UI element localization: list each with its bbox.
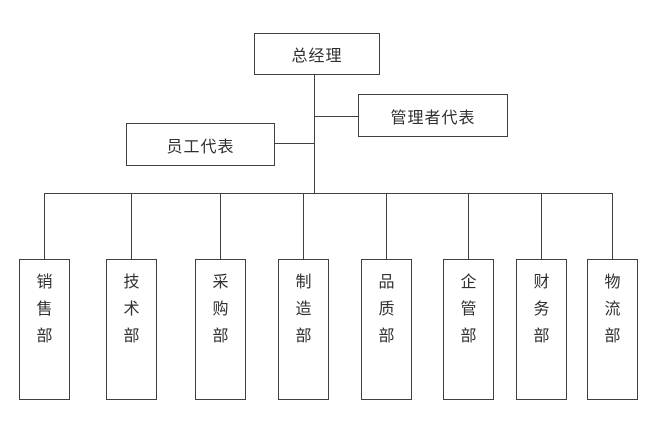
connector-drop-enterprise-mgmt [468,193,469,259]
node-dept-technology: 技术部 [106,259,157,400]
node-dept-enterprise-mgmt-label: 企管部 [460,274,477,345]
node-dept-quality: 品质部 [361,259,412,400]
connector-drop-quality [386,193,387,259]
node-employee-representative-label: 员工代表 [166,138,235,156]
node-dept-quality-label: 品质部 [378,274,395,345]
node-dept-sales-label: 销售部 [36,274,53,345]
node-dept-manufacturing-label: 制造部 [295,274,312,345]
node-dept-enterprise-mgmt: 企管部 [443,259,494,400]
node-dept-finance-label: 财务部 [533,274,550,345]
node-general-manager-label: 总经理 [291,48,343,65]
node-dept-manufacturing: 制造部 [278,259,329,400]
node-dept-logistics-label: 物流部 [604,274,621,345]
node-dept-purchasing-label: 采购部 [212,274,229,345]
connector-drop-sales [44,193,45,259]
connector-root-stem [314,75,315,193]
connector-management-rep [314,116,358,117]
node-dept-finance: 财务部 [516,259,567,400]
connector-drop-manufacturing [303,193,304,259]
node-management-representative: 管理者代表 [358,94,508,137]
node-dept-technology-label: 技术部 [123,274,140,345]
connector-employee-rep [275,143,315,144]
connector-bus [44,193,613,194]
connector-drop-technology [131,193,132,259]
connector-drop-finance [541,193,542,259]
node-general-manager: 总经理 [254,33,380,75]
connector-drop-logistics [612,193,613,259]
node-dept-purchasing: 采购部 [195,259,246,400]
node-dept-logistics: 物流部 [587,259,638,400]
node-dept-sales: 销售部 [19,259,70,400]
node-management-representative-label: 管理者代表 [390,109,476,127]
node-employee-representative: 员工代表 [126,123,275,166]
connector-drop-purchasing [220,193,221,259]
